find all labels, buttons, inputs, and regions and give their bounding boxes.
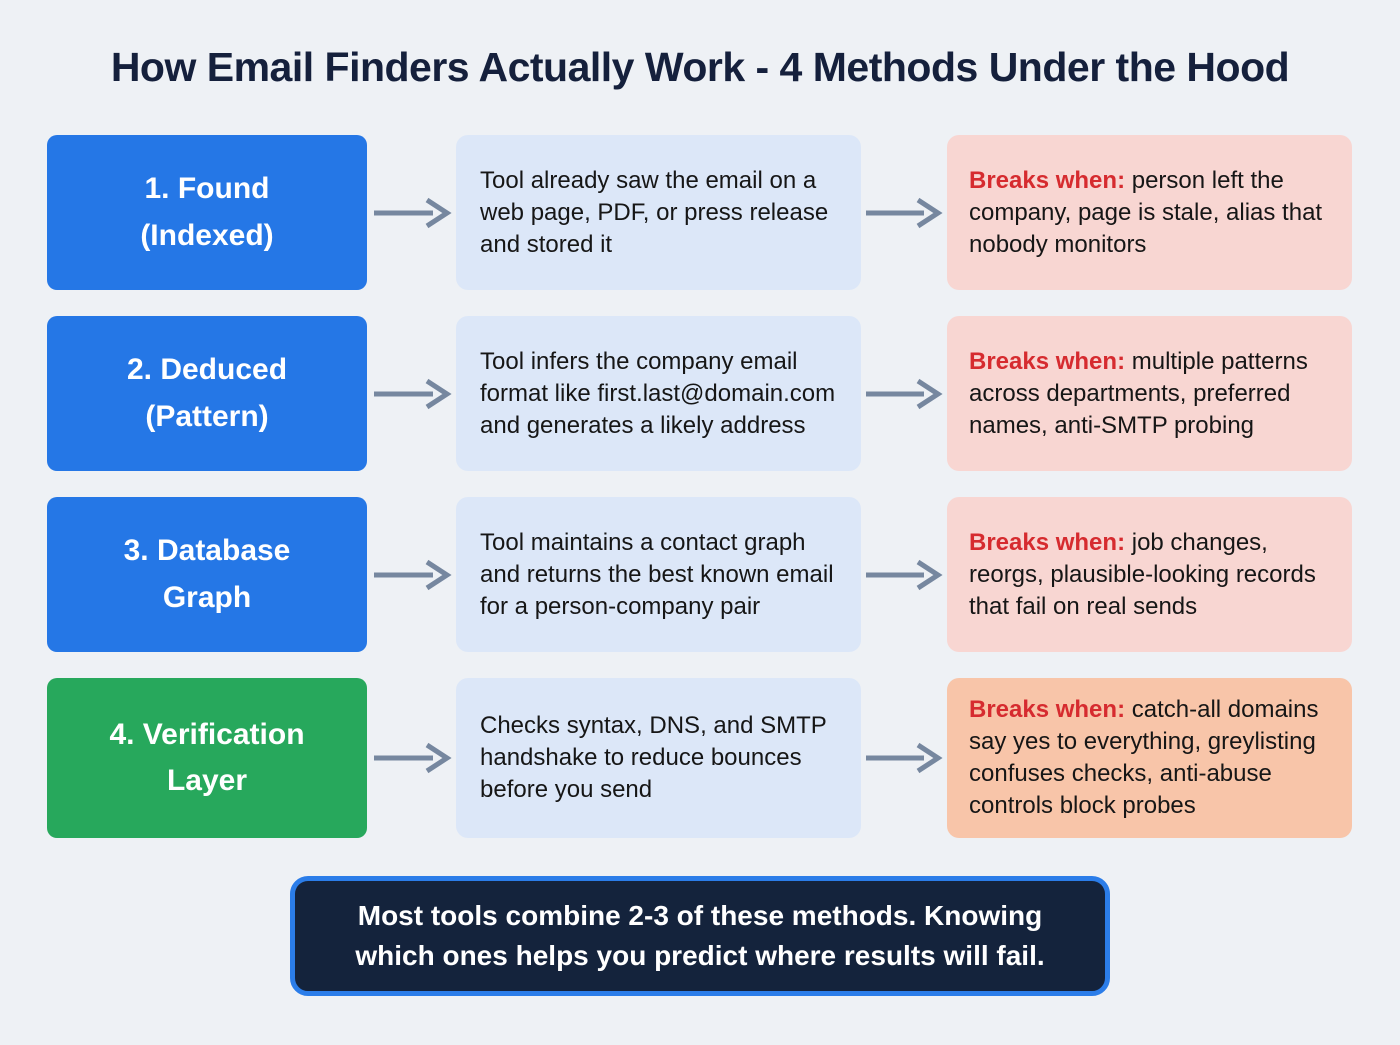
breaks-detail: catch-all domains say yes to everything,… [969,696,1319,819]
description-box: Checks syntax, DNS, and SMTP handshake t… [456,678,861,838]
breaks-text: Breaks when: job changes, reorgs, plausi… [969,527,1330,623]
breaks-text: Breaks when: person left the company, pa… [969,165,1330,261]
breaks-label: Breaks when: [969,347,1126,375]
method-box-found: 1. Found (Indexed) [47,135,367,290]
method-label-line2: Layer [166,764,248,797]
description-text: Tool already saw the email on a web page… [480,166,829,258]
summary-text: Most tools combine 2-3 of these methods.… [355,900,1045,971]
description-box: Tool maintains a contact graph and retur… [456,497,861,652]
method-row-database: 3. Database Graph Tool maintains a conta… [47,497,1352,652]
method-box-database: 3. Database Graph [47,497,367,652]
method-label-line1: 4. Verification [109,717,305,751]
arrow-right-icon [367,678,456,838]
description-text: Tool infers the company email format lik… [480,347,836,439]
method-box-verification: 4. Verification Layer [47,678,367,838]
method-label-line2: (Indexed) [140,218,274,252]
arrow-right-icon [861,678,947,838]
breaks-text: Breaks when: multiple patterns across de… [969,346,1330,442]
method-row-verification: 4. Verification Layer Checks syntax, DNS… [47,678,1352,838]
method-row-found: 1. Found (Indexed) Tool already saw the … [47,135,1352,290]
arrow-right-icon [367,497,456,652]
breaks-detail: multiple patterns across departments, pr… [969,347,1308,439]
breaks-detail: person left the company, page is stale, … [969,166,1323,258]
breaks-detail: job changes, reorgs, plausible-looking r… [969,528,1316,620]
arrow-right-icon [861,497,947,652]
breaks-label: Breaks when: [969,166,1126,194]
breaks-label: Breaks when: [969,696,1126,723]
method-label-line2: (Pattern) [145,399,269,433]
page-title: How Email Finders Actually Work - 4 Meth… [110,44,1290,90]
arrow-right-icon [367,135,456,290]
breaks-text: Breaks when: catch-all domains say yes t… [969,694,1330,822]
description-box: Tool already saw the email on a web page… [456,135,861,290]
method-label-line2: Graph [162,580,252,614]
breaks-box: Breaks when: catch-all domains say yes t… [947,678,1352,838]
description-box: Tool infers the company email format lik… [456,316,861,471]
arrow-right-icon [861,135,947,290]
arrow-right-icon [367,316,456,471]
breaks-label: Breaks when: [969,528,1126,556]
method-box-deduced: 2. Deduced (Pattern) [47,316,367,471]
summary-banner: Most tools combine 2-3 of these methods.… [290,876,1110,996]
breaks-box: Breaks when: multiple patterns across de… [947,316,1352,471]
breaks-box: Breaks when: job changes, reorgs, plausi… [947,497,1352,652]
method-label-line1: 2. Deduced [126,353,288,386]
method-row-deduced: 2. Deduced (Pattern) Tool infers the com… [47,316,1352,471]
method-rows: 1. Found (Indexed) Tool already saw the … [0,135,1400,838]
method-label-line1: 3. Database [123,534,291,567]
breaks-box: Breaks when: person left the company, pa… [947,135,1352,290]
description-text: Tool maintains a contact graph and retur… [480,528,834,620]
arrow-right-icon [861,316,947,471]
description-text: Checks syntax, DNS, and SMTP handshake t… [480,712,827,803]
method-label-line1: 1. Found [144,172,270,205]
